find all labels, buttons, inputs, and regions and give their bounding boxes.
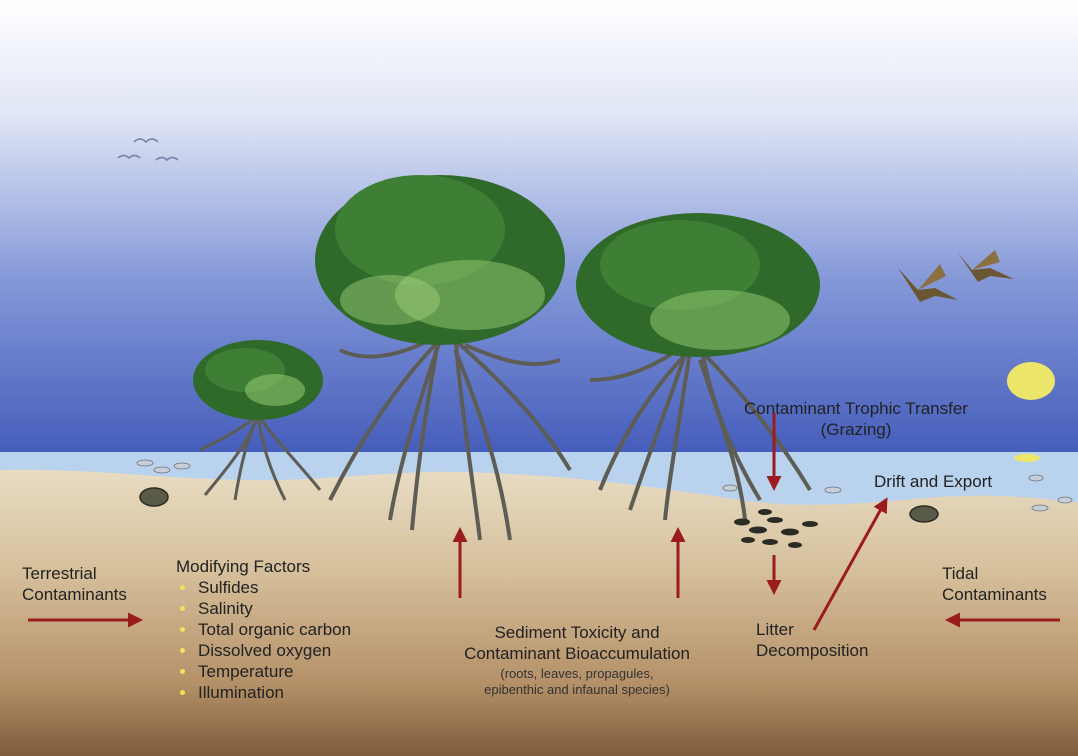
tidal-contaminants-label: Tidal Contaminants [942, 563, 1047, 605]
bullet-icon [180, 585, 185, 590]
terrestrial-contaminants-label: Terrestrial Contaminants [22, 563, 127, 605]
factor-item: Temperature [176, 661, 351, 682]
sun-reflection [1014, 454, 1040, 462]
factor-item: Sulfides [176, 577, 351, 598]
sediment-toxicity-label: Sediment Toxicity and Contaminant Bioacc… [432, 622, 722, 664]
sun-icon [1007, 362, 1055, 400]
modifying-factors-title: Modifying Factors [176, 556, 351, 577]
factor-item: Illumination [176, 682, 351, 703]
factor-item: Salinity [176, 598, 351, 619]
bullet-icon [180, 627, 185, 632]
bullet-icon [180, 606, 185, 611]
sediment-toxicity-note: (roots, leaves, propagules, epibenthic a… [462, 666, 692, 698]
litter-decomposition-label: Litter Decomposition [756, 619, 868, 661]
drift-export-label: Drift and Export [874, 471, 992, 492]
bullet-icon [180, 690, 185, 695]
trophic-transfer-label: Contaminant Trophic Transfer (Grazing) [706, 398, 1006, 440]
modifying-factors-list: Sulfides Salinity Total organic carbon D… [176, 577, 351, 703]
factor-item: Dissolved oxygen [176, 640, 351, 661]
modifying-factors-block: Modifying Factors Sulfides Salinity Tota… [176, 556, 351, 703]
bullet-icon [180, 669, 185, 674]
factor-item: Total organic carbon [176, 619, 351, 640]
bullet-icon [180, 648, 185, 653]
